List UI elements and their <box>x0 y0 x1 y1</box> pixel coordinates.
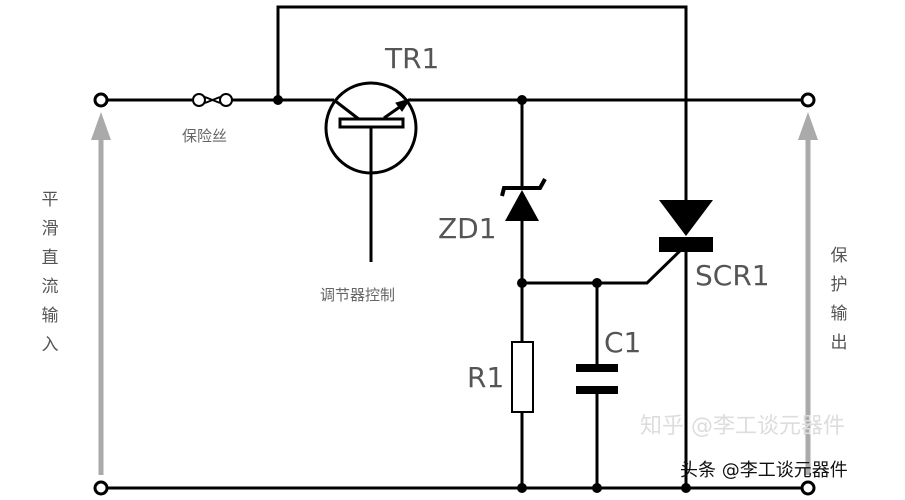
transistor-symbol <box>324 81 418 175</box>
terminals <box>93 92 816 496</box>
input-label: 平滑直流输入 <box>41 190 59 355</box>
regulator-control-label: 调节器控制 <box>320 286 395 304</box>
zd1-label: ZD1 <box>438 212 497 245</box>
scr-symbol <box>659 200 713 252</box>
fuse-symbol <box>192 93 233 107</box>
zhihu-watermark: 知乎 @李工谈元器件 <box>640 414 845 439</box>
resistor-symbol <box>511 341 534 413</box>
junction-dots <box>273 95 691 493</box>
scr1-label: SCR1 <box>695 259 770 292</box>
input-arrow <box>91 112 111 475</box>
c1-label: C1 <box>604 326 641 359</box>
tr1-label: TR1 <box>384 42 439 75</box>
fuse-label: 保险丝 <box>182 127 227 145</box>
output-label: 保护输出 <box>830 246 848 353</box>
capacitor-symbol <box>576 364 618 394</box>
r1-label: R1 <box>467 361 504 394</box>
toutiao-watermark: 头条 @李工谈元器件 <box>680 460 848 481</box>
output-arrow <box>798 112 818 475</box>
zener-diode-symbol <box>500 178 547 221</box>
